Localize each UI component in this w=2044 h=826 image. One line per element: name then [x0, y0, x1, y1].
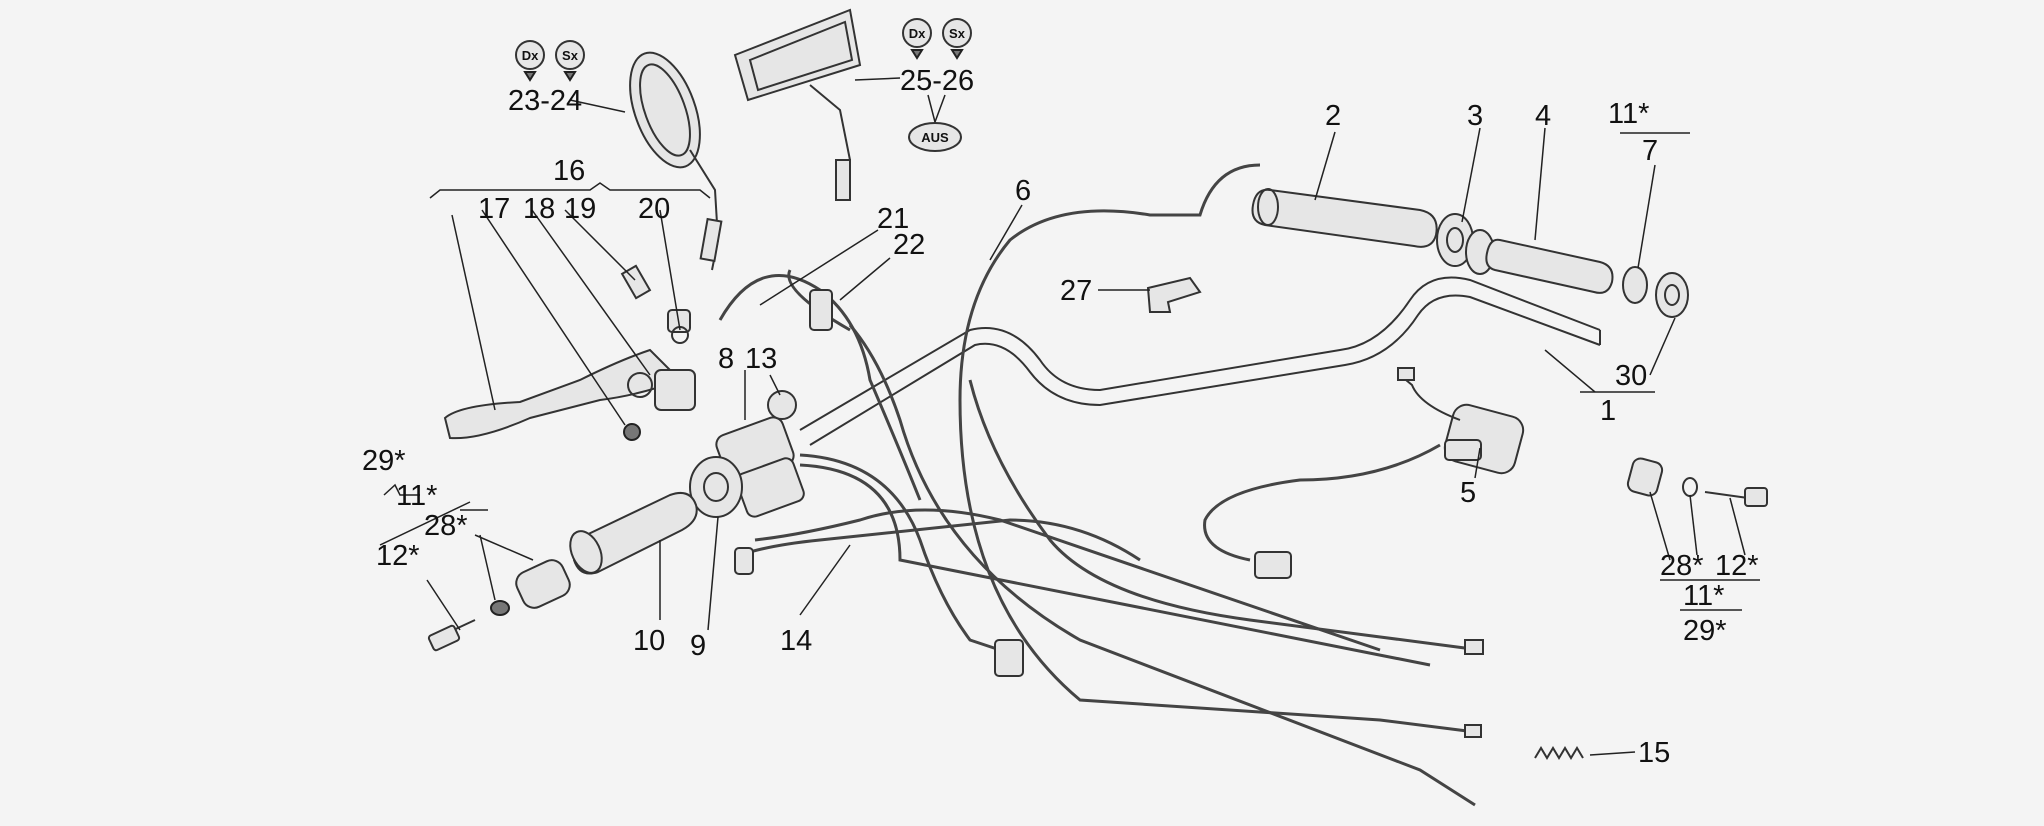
- label-3: 3: [1467, 100, 1483, 132]
- badge-sx-left: Sx: [562, 48, 579, 63]
- right-mirror: [733, 8, 862, 201]
- label-18: 18: [523, 193, 555, 225]
- brake-lever-assembly: [443, 264, 696, 441]
- label-27: 27: [1060, 275, 1092, 307]
- washer: [1436, 213, 1495, 275]
- right-switch: [1203, 367, 1525, 579]
- label-11-left: 11*: [396, 480, 437, 512]
- left-bar-end: [427, 559, 571, 652]
- label-28-left: 28*: [424, 510, 468, 542]
- label-13: 13: [745, 343, 777, 375]
- cables: [718, 163, 1484, 807]
- label-5: 5: [1460, 477, 1476, 509]
- label-15: 15: [1638, 737, 1670, 769]
- label-29-left: 29*: [362, 445, 406, 477]
- label-7: 7: [1642, 135, 1658, 167]
- leader-lines: [379, 77, 1760, 756]
- badge-sx-right: Sx: [949, 26, 966, 41]
- label-14: 14: [780, 625, 812, 657]
- label-29-right: 29*: [1683, 615, 1727, 647]
- label-28-right: 28*: [1660, 550, 1704, 582]
- label-19: 19: [564, 193, 596, 225]
- label-12-left: 12*: [376, 540, 420, 572]
- label-12-right: 12*: [1715, 550, 1759, 582]
- spring: [1534, 746, 1584, 760]
- label-8: 8: [718, 343, 734, 375]
- throttle-grip: [1251, 188, 1438, 248]
- label-9: 9: [690, 630, 706, 662]
- handlebar: [799, 276, 1601, 446]
- label-2: 2: [1325, 100, 1341, 132]
- label-16: 16: [553, 155, 585, 187]
- cable-clip: [1146, 276, 1202, 313]
- throttle-tube: [1485, 238, 1614, 294]
- label-10: 10: [633, 625, 665, 657]
- label-21: 21: [877, 203, 909, 235]
- label-20: 20: [638, 193, 670, 225]
- label-11-right-bottom: 11*: [1683, 580, 1724, 612]
- part-labels: 23-24 25-26 16 17 18 19 20 21 22 6 27 2 …: [362, 65, 1759, 769]
- badge-dx-right: Dx: [909, 26, 926, 41]
- badge-aus: AUS: [921, 130, 949, 145]
- bar-end-ring-and-cap: [1622, 266, 1689, 318]
- label-6: 6: [1015, 175, 1031, 207]
- label-25-26: 25-26: [900, 65, 974, 97]
- label-30: 30: [1615, 360, 1647, 392]
- label-11-right-top: 11*: [1608, 98, 1649, 130]
- label-22: 22: [893, 229, 925, 261]
- left-grip: [569, 492, 698, 575]
- right-bar-end: [1626, 457, 1768, 507]
- left-switch-housing: [689, 390, 805, 518]
- label-17: 17: [478, 193, 510, 225]
- label-4: 4: [1535, 100, 1551, 132]
- label-23-24: 23-24: [508, 85, 582, 117]
- label-1: 1: [1600, 395, 1616, 427]
- left-mirror: [629, 51, 723, 271]
- badge-dx-left: Dx: [522, 48, 539, 63]
- badges: Dx Sx Dx Sx AUS: [515, 18, 972, 152]
